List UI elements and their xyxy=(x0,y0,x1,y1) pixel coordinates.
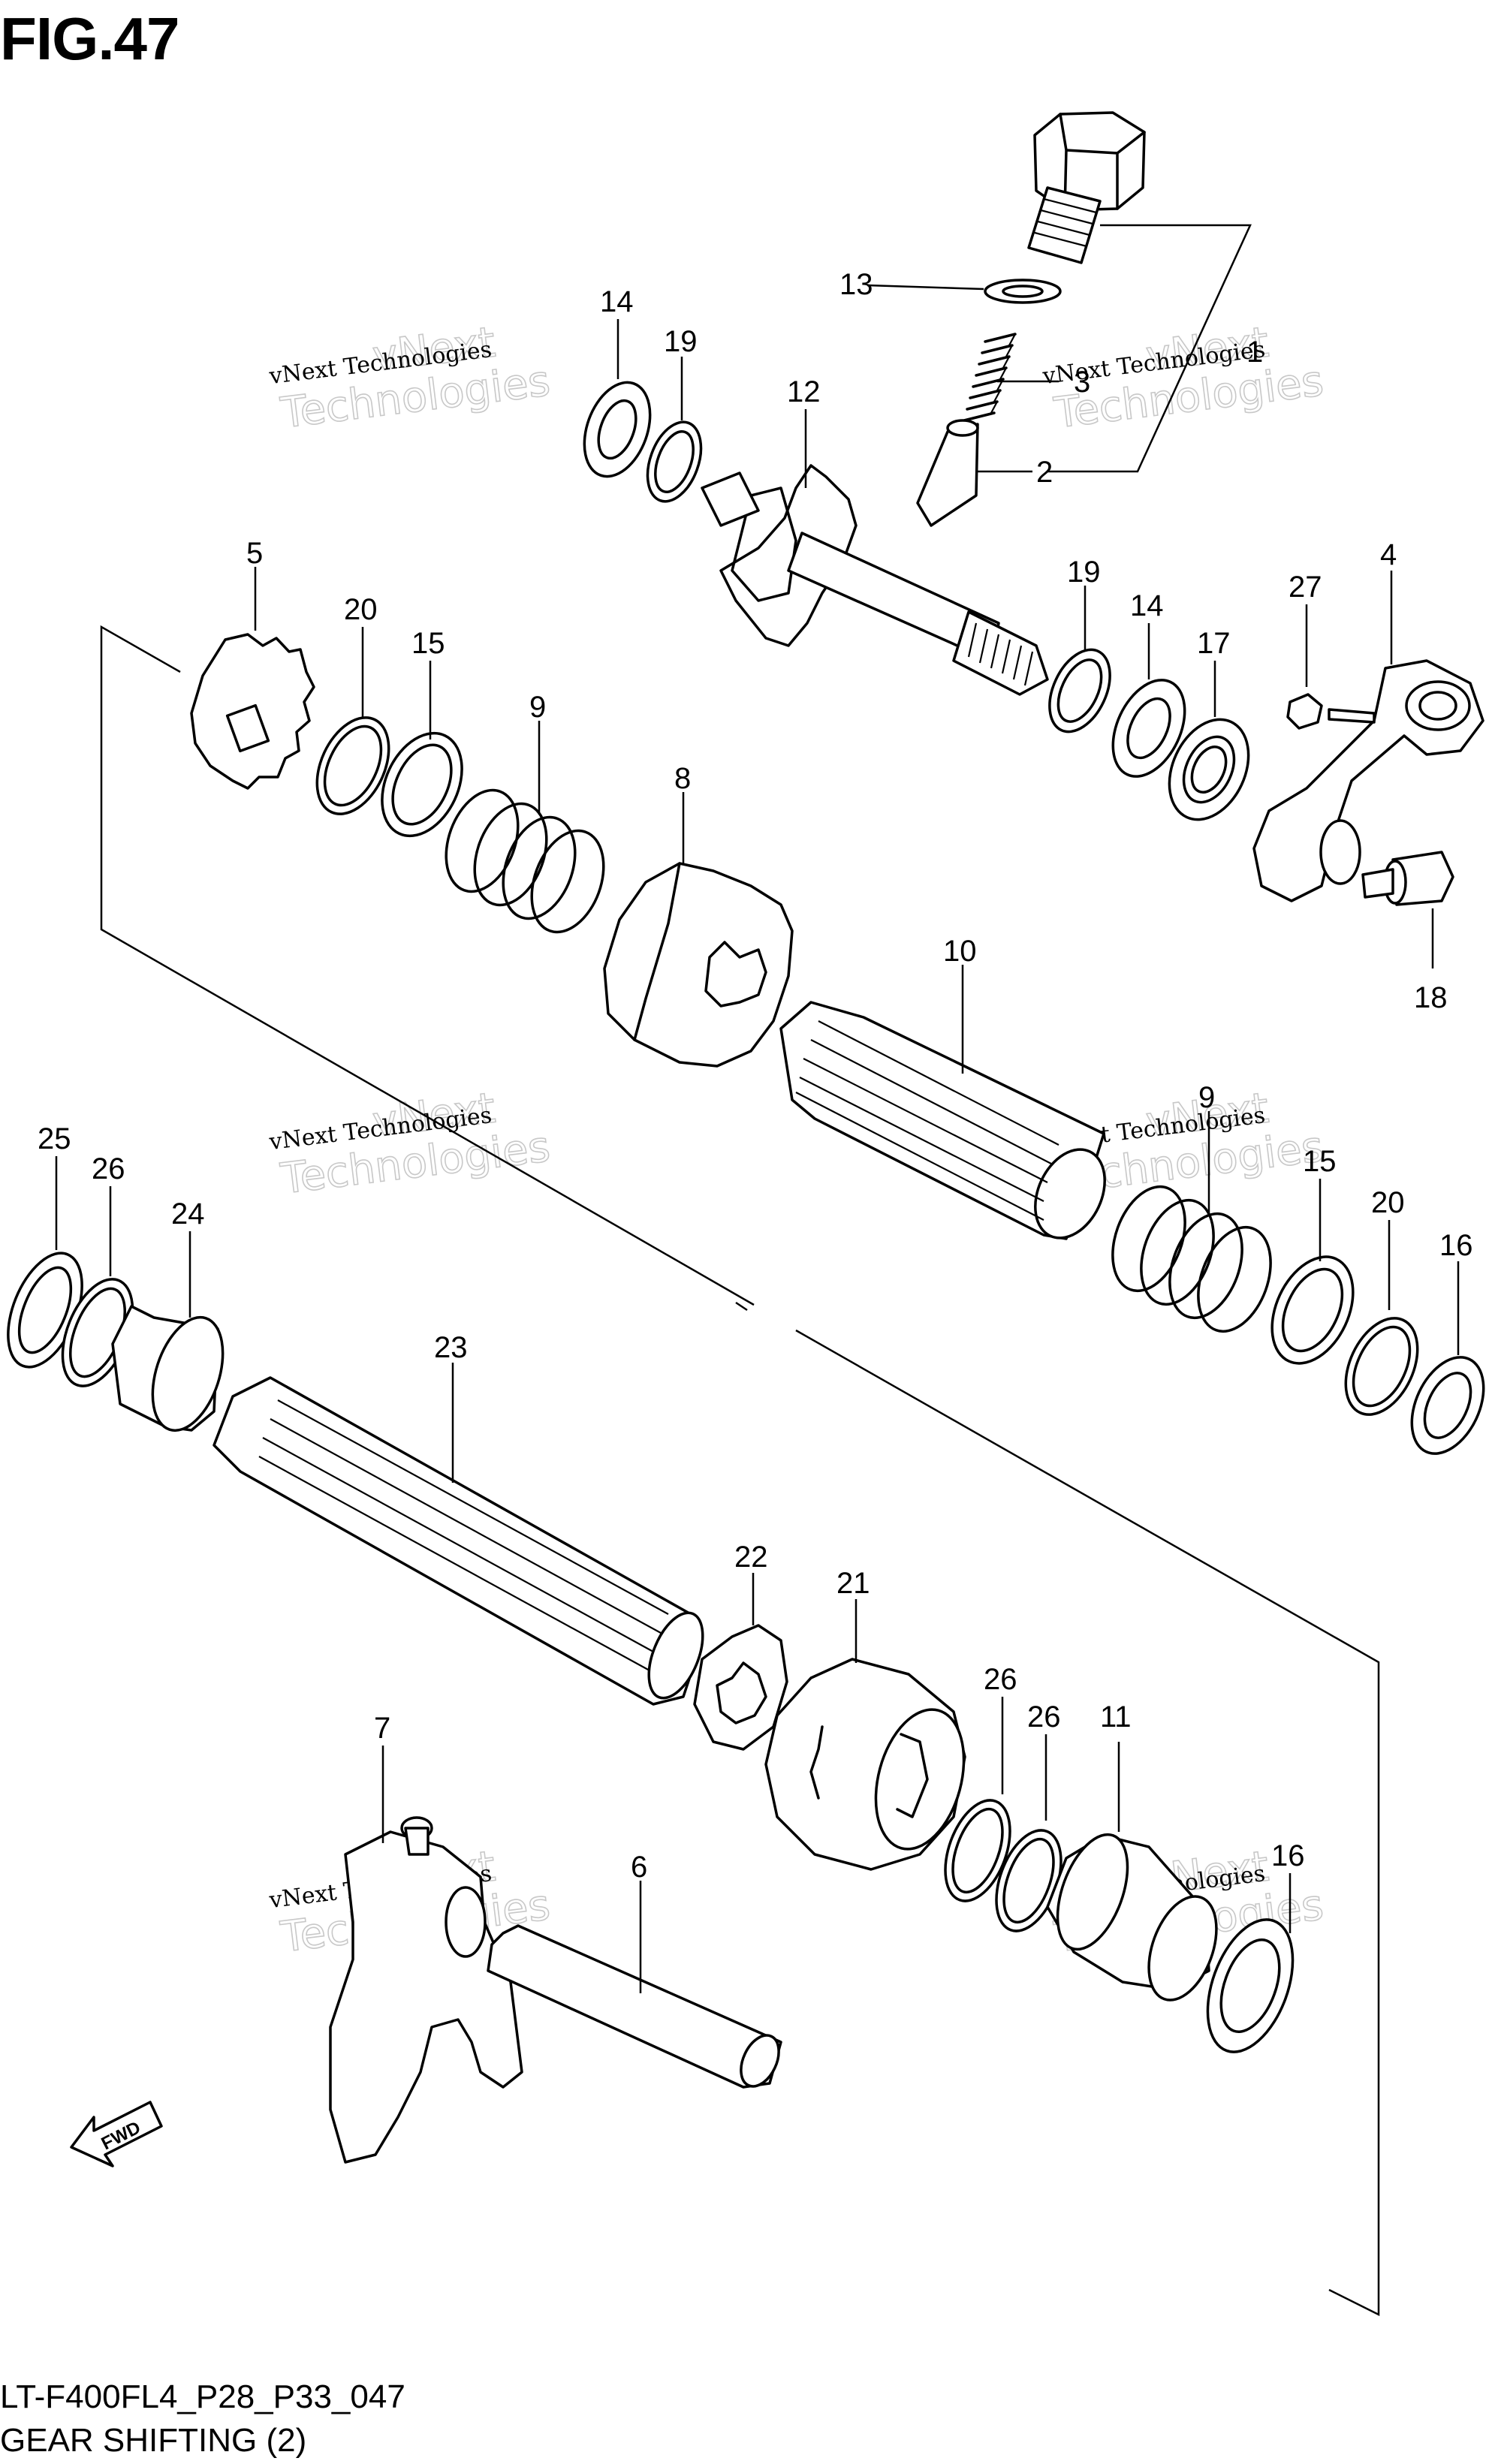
callout-15-left: 15 xyxy=(411,627,445,660)
callout-13: 13 xyxy=(839,268,873,301)
callout-23: 23 xyxy=(434,1331,468,1364)
callout-20-left: 20 xyxy=(344,593,378,626)
callout-20-right: 20 xyxy=(1371,1186,1405,1219)
part-15-washer-left xyxy=(381,661,463,838)
part-14-washer-top xyxy=(583,319,652,478)
callout-14-mid: 14 xyxy=(1130,589,1164,622)
callout-19-top: 19 xyxy=(664,325,698,358)
callout-18: 18 xyxy=(1414,981,1448,1014)
part-19-circlip-mid xyxy=(1048,586,1111,733)
part-9-spring-right xyxy=(1111,1111,1272,1333)
part-21-drum xyxy=(764,1599,966,1871)
callout-17: 17 xyxy=(1197,627,1231,660)
part-24-bushing xyxy=(111,1231,225,1432)
assembly-bracket xyxy=(100,625,1380,2317)
part-5-gear xyxy=(190,567,315,790)
part-6-rod xyxy=(487,1881,782,2089)
callout-6: 6 xyxy=(631,1851,647,1884)
callout-5: 5 xyxy=(246,537,263,570)
callout-7: 7 xyxy=(374,1712,390,1745)
part-8-cam xyxy=(603,792,794,1068)
callout-9-right: 9 xyxy=(1198,1081,1215,1114)
callout-25: 25 xyxy=(38,1122,71,1155)
part-7-shift-fork xyxy=(329,1746,523,2164)
part-18-bolt xyxy=(1361,851,1454,968)
part-16-washer-lower xyxy=(1206,1873,1295,2053)
callout-12: 12 xyxy=(787,375,821,408)
part-11-bushing xyxy=(1046,1742,1218,2002)
part-1-bolt xyxy=(1027,111,1252,473)
part-19-circlip-top xyxy=(646,357,703,503)
figure-title: FIG.47 xyxy=(0,5,180,72)
part-14-washer-mid xyxy=(1111,623,1186,778)
fwd-arrow: FWD xyxy=(70,2101,163,2167)
callout-9-left: 9 xyxy=(529,691,546,724)
part-12-shift-shaft xyxy=(701,409,1049,696)
callout-4: 4 xyxy=(1380,538,1397,571)
callout-10: 10 xyxy=(943,935,977,968)
figure-name: GEAR SHIFTING (2) xyxy=(0,2422,307,2459)
callout-2: 2 xyxy=(1036,456,1053,489)
part-4-shift-arm xyxy=(1252,571,1484,902)
callout-8: 8 xyxy=(674,762,691,795)
part-23-shaft xyxy=(212,1363,704,1706)
callout-26-lower-b: 26 xyxy=(1027,1700,1061,1734)
callout-21: 21 xyxy=(836,1567,870,1600)
callout-labels: 1 2 3 4 5 6 7 8 9 9 10 11 12 13 14 14 15… xyxy=(38,268,1473,1884)
callout-19-mid: 19 xyxy=(1067,556,1101,589)
part-3-spring xyxy=(963,333,1059,422)
part-16-washer-right xyxy=(1410,1261,1485,1455)
callout-16-lower: 16 xyxy=(1271,1839,1305,1872)
callout-11: 11 xyxy=(1100,1700,1132,1734)
part-10-splined-shaft xyxy=(779,965,1106,1240)
callout-3: 3 xyxy=(1074,366,1090,399)
part-20-circlip-right xyxy=(1344,1220,1419,1416)
part-22-retainer xyxy=(693,1573,788,1751)
part-26-circlip-lower-a xyxy=(944,1697,1011,1902)
callout-22: 22 xyxy=(734,1541,768,1574)
part-2-pin xyxy=(916,419,1032,527)
part-27-nut xyxy=(1286,604,1323,730)
part-13-washer xyxy=(867,279,1062,304)
callout-26-lower-a: 26 xyxy=(984,1663,1017,1696)
callout-26-left: 26 xyxy=(92,1152,125,1185)
callout-14-top: 14 xyxy=(600,285,634,318)
figure-code: LT-F400FL4_P28_P33_047 xyxy=(0,2378,405,2415)
callout-1: 1 xyxy=(1246,336,1263,369)
part-26-circlip-lower-b xyxy=(995,1734,1062,1932)
callout-16-right: 16 xyxy=(1439,1229,1473,1262)
callout-27: 27 xyxy=(1289,571,1322,604)
part-17-bearing xyxy=(1168,661,1250,821)
callout-24: 24 xyxy=(171,1197,205,1230)
part-9-spring-left xyxy=(445,721,605,934)
callout-15-right: 15 xyxy=(1303,1145,1337,1178)
part-15-washer-right xyxy=(1270,1179,1355,1365)
part-20-circlip-left xyxy=(315,627,390,815)
